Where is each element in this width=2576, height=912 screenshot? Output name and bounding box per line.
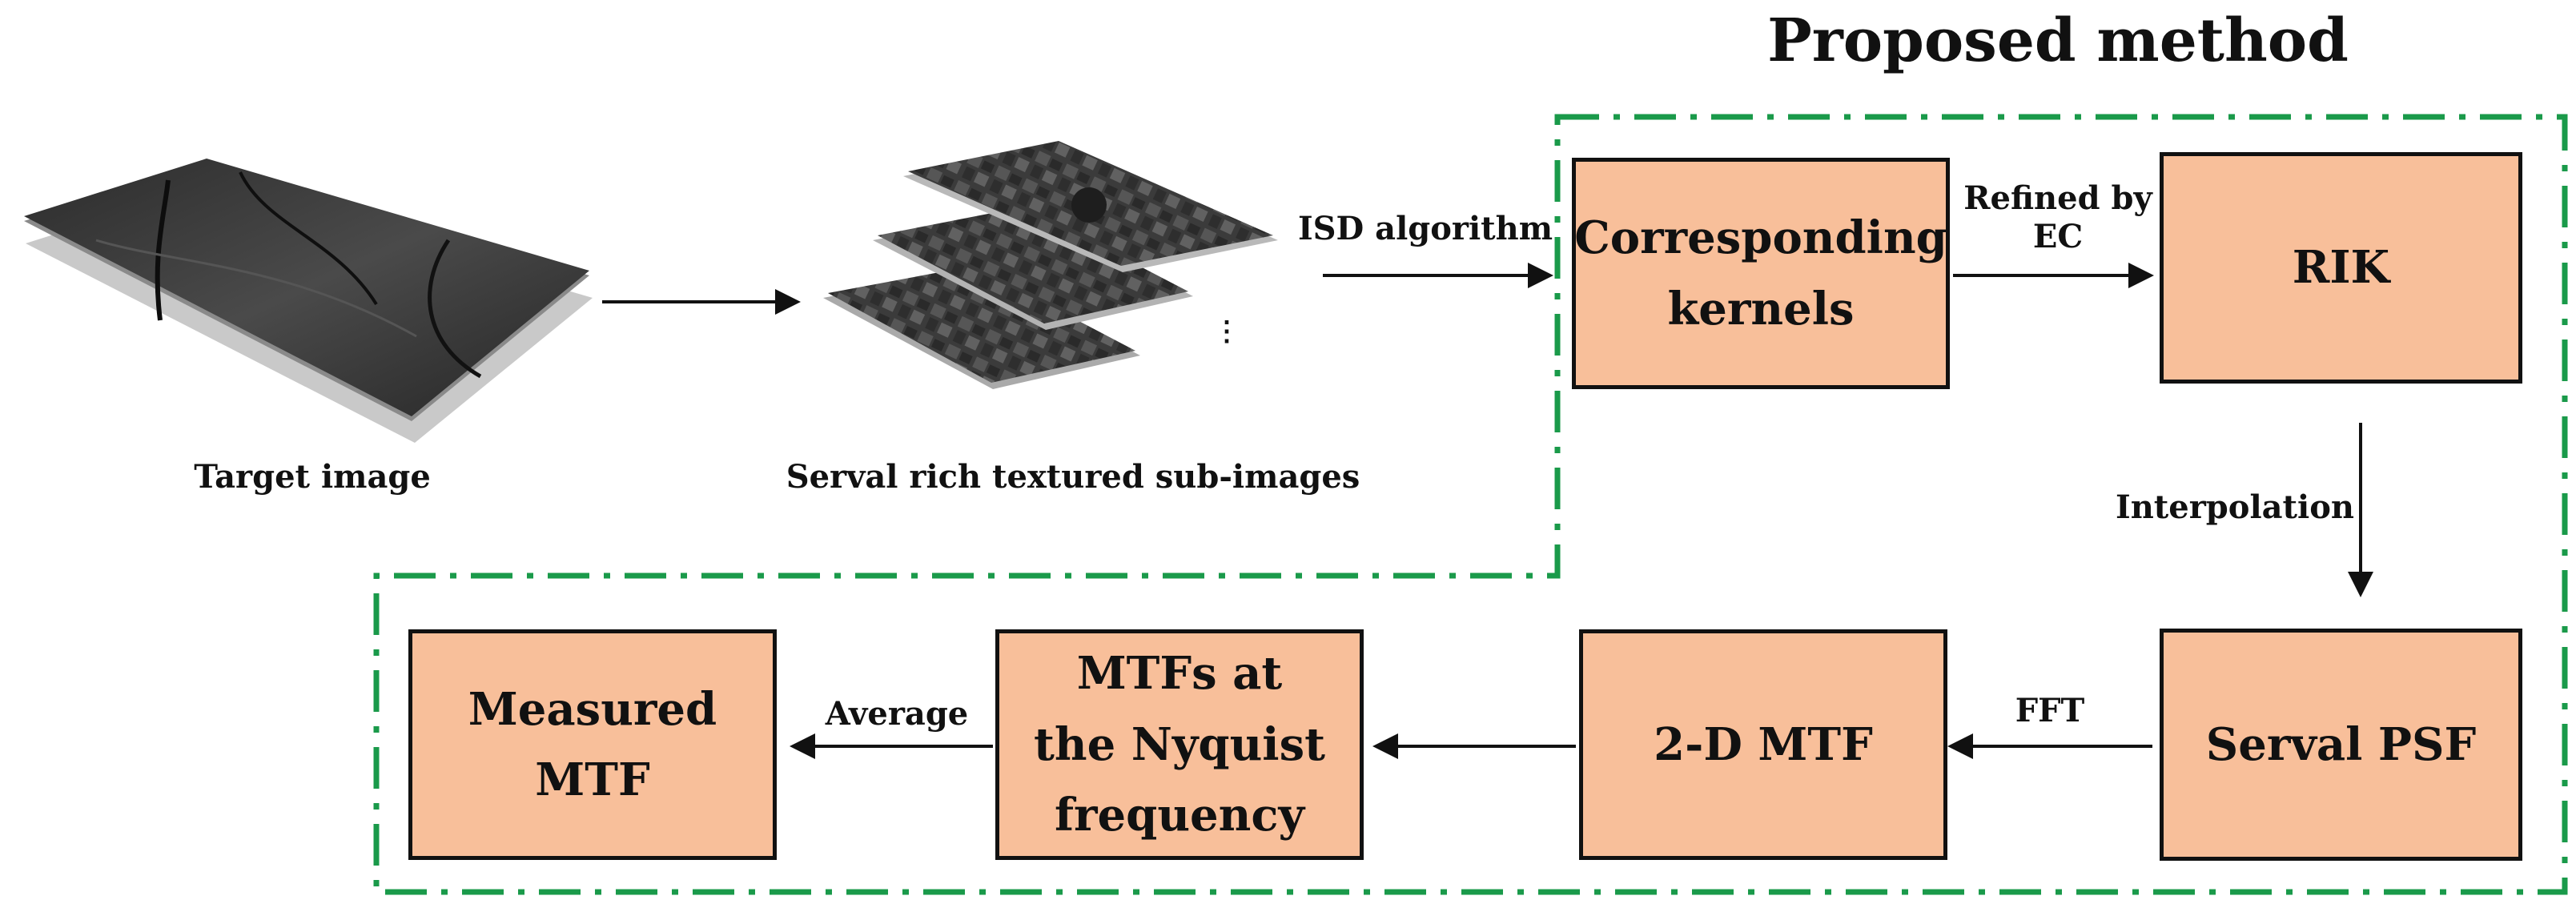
edge-label-refined-by-ec: Refined by EC [1963,179,2152,255]
edge-label-average: Average [825,695,969,733]
edge-label-interpolation: Interpolation [2116,488,2354,526]
box-corresponding-kernels: Corresponding kernels [1572,158,1950,389]
target-image-tile [24,159,593,443]
box-2d-mtf: 2-D MTF [1579,629,1947,860]
box-mtfs-nyquist-label: MTFs at the Nyquist frequency [1034,647,1325,842]
proposed-method-region-border [373,114,2568,895]
more-subimages-ellipsis: ⋮ [1213,315,1240,348]
box-serval-psf-label: Serval PSF [2205,717,2477,771]
box-measured-mtf-label: Measured MTF [468,682,717,806]
target-image-caption: Target image [194,458,431,496]
edge-label-fft: FFT [2015,692,2085,729]
box-measured-mtf: Measured MTF [408,629,777,860]
edge-label-isd-algorithm: ISD algorithm [1297,210,1553,247]
box-rik: RIK [2160,152,2522,384]
box-serval-psf: Serval PSF [2160,629,2522,861]
diagram-title: Proposed method [1767,6,2349,75]
box-rik-label: RIK [2292,241,2390,295]
subimage-stack [823,141,1278,389]
box-mtfs-nyquist: MTFs at the Nyquist frequency [995,629,1364,860]
subimages-caption: Serval rich textured sub-images [786,458,1360,496]
box-corresponding-kernels-label: Corresponding kernels [1574,211,1947,335]
box-2d-mtf-label: 2-D MTF [1654,717,1873,771]
